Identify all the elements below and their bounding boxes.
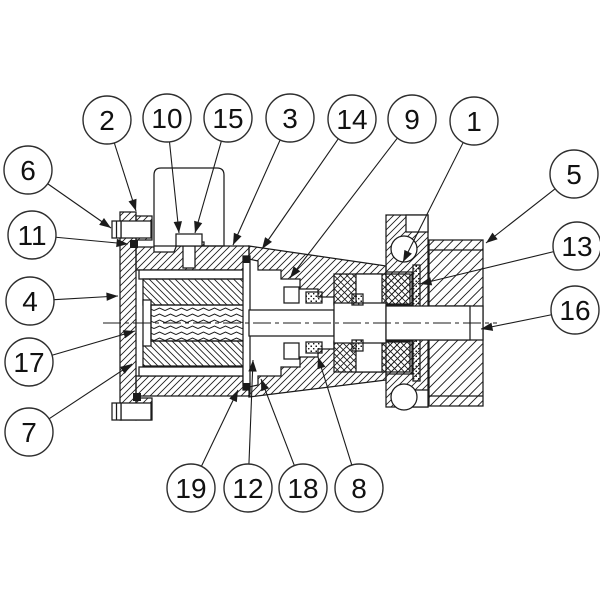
balloon-circle-13 <box>552 221 600 271</box>
part-number-13: 13 <box>561 231 592 262</box>
callout-balloon-17: 17 <box>4 330 136 387</box>
callout-balloon-11: 11 <box>7 210 129 260</box>
callout-balloon-9: 9 <box>289 94 437 279</box>
leader-line-4 <box>53 292 119 301</box>
pump-drawing <box>103 167 497 421</box>
callout-balloon-12: 12 <box>223 359 273 513</box>
callout-balloon-1: 1 <box>402 96 499 263</box>
leader-line-18 <box>260 378 295 466</box>
flange-bolt-top <box>111 220 152 239</box>
bolt-boss-bottom <box>390 383 418 411</box>
balloon-circle-9 <box>387 94 437 144</box>
balloon-circle-10 <box>142 93 192 143</box>
balloon-circle-11 <box>7 210 57 260</box>
leader-line-3 <box>232 139 281 246</box>
balloon-circle-17 <box>4 337 54 387</box>
part-number-19: 19 <box>175 473 206 504</box>
callout-balloon-14: 14 <box>261 94 377 250</box>
balloon-circle-5 <box>549 149 599 199</box>
leader-line-13 <box>419 251 554 286</box>
lip-seal-lower <box>305 341 323 354</box>
bearing-set <box>333 273 411 373</box>
callout-balloon-15: 15 <box>194 93 253 234</box>
part-number-11: 11 <box>17 220 46 251</box>
part-number-2: 2 <box>99 105 115 136</box>
leader-line-5 <box>485 188 556 244</box>
leader-line-10 <box>168 141 182 234</box>
balloon-circle-16 <box>550 285 600 335</box>
leader-line-11 <box>55 236 129 248</box>
gasket-marker-top <box>130 240 138 248</box>
part-number-9: 9 <box>404 104 420 135</box>
part-number-3: 3 <box>282 103 298 134</box>
cam-screw <box>175 233 203 269</box>
part-number-4: 4 <box>22 286 38 317</box>
part-number-12: 12 <box>232 473 263 504</box>
inlet-port-neck <box>153 167 225 247</box>
callout-balloon-18: 18 <box>260 378 328 513</box>
bearing-seal-lower <box>351 339 364 352</box>
part-number-7: 7 <box>21 417 37 448</box>
bolt-boss-top <box>390 235 418 263</box>
balloon-circle-18 <box>278 463 328 513</box>
callout-balloon-7: 7 <box>4 363 133 457</box>
part-number-6: 6 <box>20 155 36 186</box>
leader-line-15 <box>194 140 222 234</box>
leader-line-7 <box>48 363 133 420</box>
leader-line-16 <box>480 314 552 331</box>
lip-seal-upper <box>305 291 323 304</box>
leader-line-9 <box>289 137 398 279</box>
callout-balloon-8: 8 <box>317 356 384 513</box>
part-number-16: 16 <box>559 295 590 326</box>
leader-line-19 <box>200 389 239 467</box>
part-number-17: 17 <box>13 347 44 378</box>
balloon-circle-12 <box>223 463 273 513</box>
part-number-18: 18 <box>287 473 318 504</box>
balloon-circle-3 <box>265 93 315 143</box>
part-number-1: 1 <box>466 106 482 137</box>
callout-balloon-13: 13 <box>419 221 600 286</box>
flange-bolt-bottom <box>111 402 152 421</box>
mechanical-seal <box>283 286 364 360</box>
leader-line-12 <box>248 359 257 465</box>
balloon-circle-15 <box>203 93 253 143</box>
part-number-14: 14 <box>336 104 367 135</box>
balloon-circle-14 <box>327 94 377 144</box>
callout-balloon-10: 10 <box>142 93 192 234</box>
bearing-seal-upper <box>351 293 364 306</box>
gasket-marker-bottom <box>133 393 141 401</box>
callout-balloon-19: 19 <box>166 389 239 513</box>
part-number-10: 10 <box>151 103 182 134</box>
callout-balloon-16: 16 <box>480 285 600 335</box>
balloon-circle-1 <box>449 96 499 146</box>
leader-line-14 <box>261 138 339 250</box>
balloon-circle-8 <box>334 463 384 513</box>
callout-balloon-6: 6 <box>3 145 112 229</box>
callout-balloon-5: 5 <box>485 149 599 244</box>
callout-balloon-4: 4 <box>5 276 119 326</box>
part-number-5: 5 <box>566 159 582 190</box>
part-number-15: 15 <box>212 103 243 134</box>
callout-balloon-3: 3 <box>232 93 315 246</box>
leader-line-1 <box>402 142 464 263</box>
leader-line-8 <box>317 356 353 466</box>
leader-line-17 <box>51 330 136 356</box>
balloon-circle-4 <box>5 276 55 326</box>
part-number-8: 8 <box>351 473 367 504</box>
leader-line-6 <box>47 183 112 229</box>
balloon-circle-2 <box>82 95 132 145</box>
balloon-circle-6 <box>3 145 53 195</box>
balloon-circle-7 <box>4 407 54 457</box>
leader-line-2 <box>113 142 137 212</box>
balloon-circle-19 <box>166 463 216 513</box>
callout-balloon-2: 2 <box>82 95 137 212</box>
